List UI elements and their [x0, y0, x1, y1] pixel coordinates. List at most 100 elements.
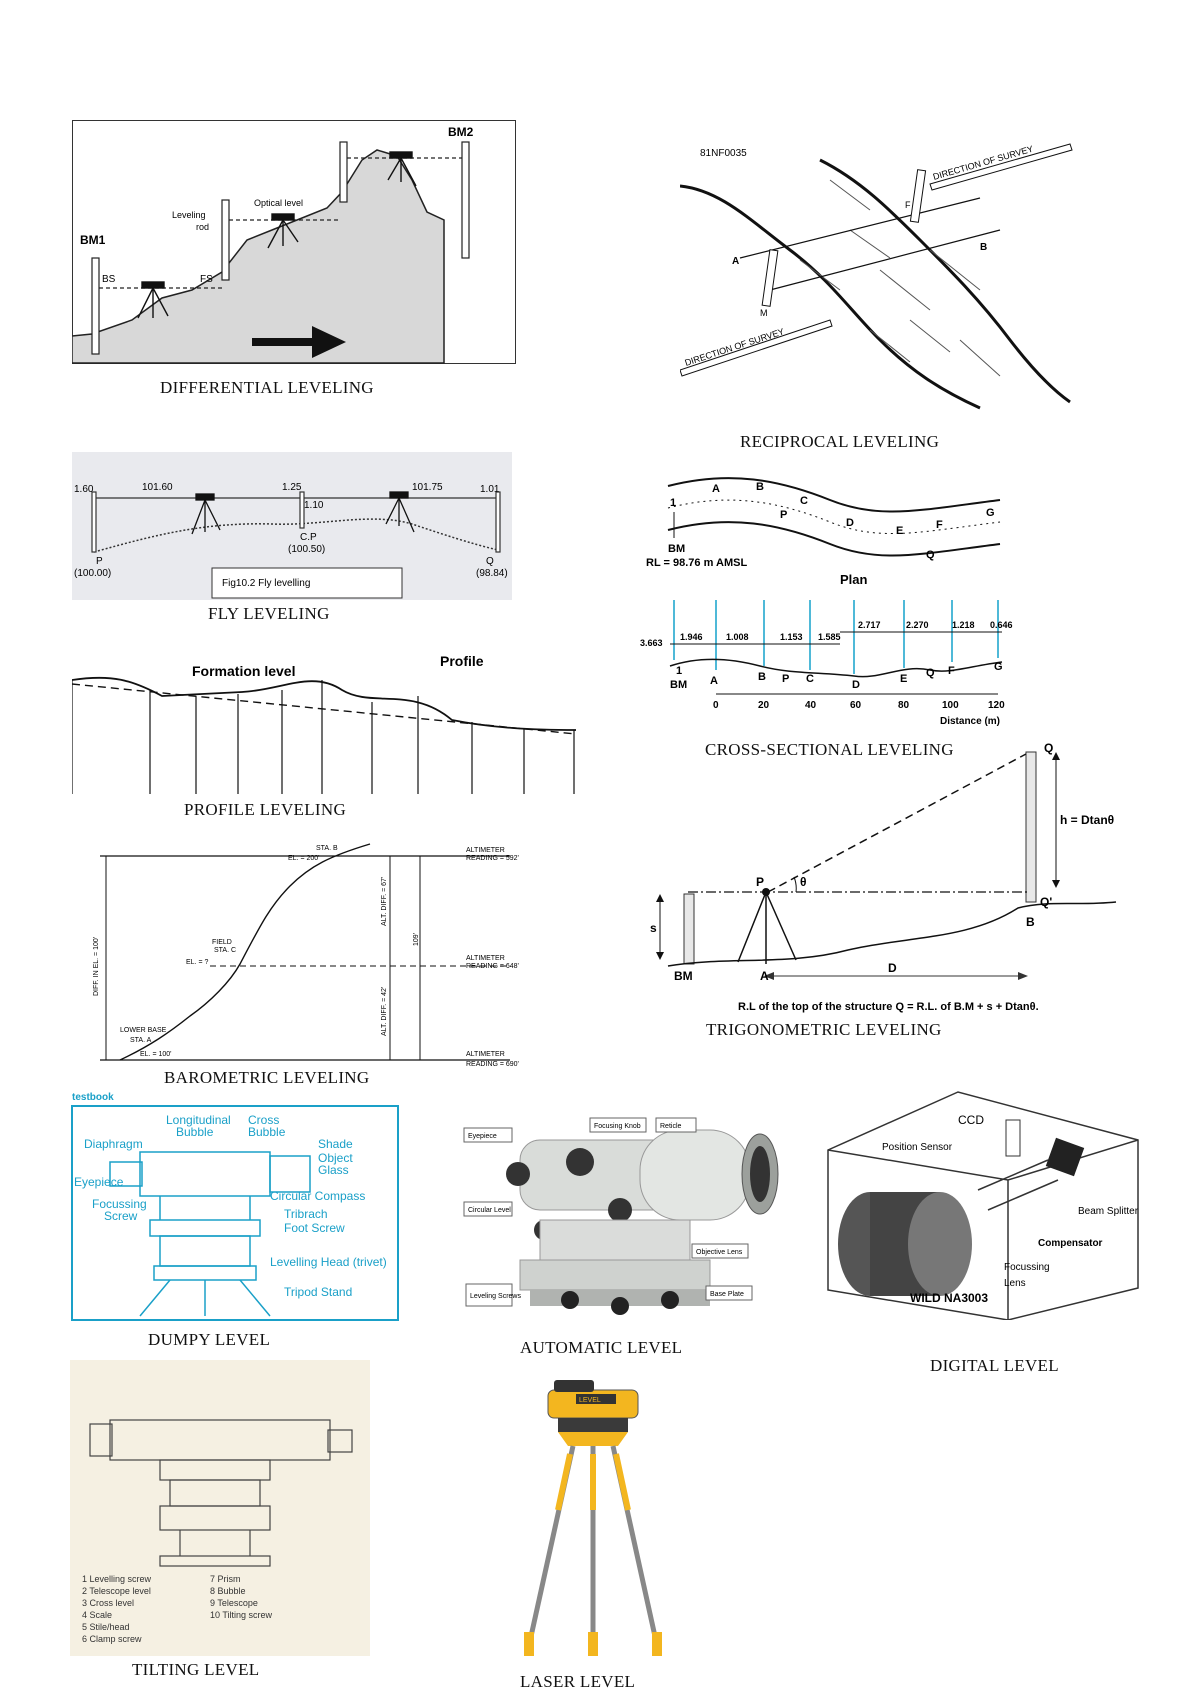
digital-level-figure: CCD Position Sensor Beam Splitter Compen…: [818, 1090, 1158, 1320]
dumpy-label-eyepiece: Eyepiece: [74, 1175, 124, 1189]
auto-label-eyepiece: Eyepiece: [468, 1133, 497, 1140]
dumpy-label-glass: Glass: [318, 1163, 349, 1177]
profile-point-q: Q: [926, 667, 935, 679]
cross-sectional-leveling-figure: 1 A B P C D E F G Q BM RL = 98.76 m AMSL…: [640, 470, 1020, 728]
differential-leveling-figure: BM1 BM2 BS FS Leveling rod Optical level: [72, 120, 516, 364]
reciprocal-leveling-figure: 81NF0035 DIRECTION OF SURVEY DIRECTION O…: [680, 140, 1080, 410]
fly-point-p-value: (100.00): [74, 568, 111, 579]
tilting-legend-5: 5 Stile/head: [82, 1622, 130, 1632]
fs-label: FS: [200, 274, 213, 285]
profile-point-b: B: [758, 671, 766, 683]
digital-label-beam-splitter: Beam Splitter: [1078, 1206, 1139, 1217]
baro-reading-3: READING = 690': [466, 1061, 519, 1068]
baro-sta-b: STA. B: [316, 845, 338, 852]
dumpy-label-bubble-1: Bubble: [176, 1125, 214, 1139]
bm2-label: BM2: [448, 125, 474, 139]
plan-point-1: 1: [670, 497, 676, 509]
trig-h-formula: h = Dtanθ: [1060, 813, 1114, 827]
tilting-legend-3: 3 Cross level: [82, 1598, 134, 1608]
caption-differential: DIFFERENTIAL LEVELING: [160, 378, 374, 397]
dumpy-label-longitudinal: Longitudinal: [166, 1113, 231, 1127]
plan-point-f: F: [936, 519, 943, 531]
tilting-legend-7: 7 Prism: [210, 1574, 241, 1584]
caption-profile: PROFILE LEVELING: [184, 800, 347, 819]
rod-label: Leveling: [172, 210, 206, 220]
dumpy-label-tripod: Tripod Stand: [284, 1285, 352, 1299]
baro-reading-2: READING = 648': [466, 963, 519, 970]
trig-b: B: [1026, 915, 1035, 929]
caption-digital: DIGITAL LEVEL: [930, 1356, 1059, 1375]
bs-label: BS: [102, 274, 116, 285]
fly-point-q-value: (98.84): [476, 568, 508, 579]
baro-altimeter-3: ALTIMETER: [466, 1051, 505, 1058]
baro-sta-c: STA. C: [214, 947, 236, 954]
dumpy-label-diaphragm: Diaphragm: [84, 1137, 143, 1151]
caption-cross: CROSS-SECTIONAL LEVELING: [705, 740, 954, 759]
trig-s: s: [650, 921, 657, 935]
trig-d: D: [888, 961, 897, 975]
profile-point-c: C: [806, 673, 814, 685]
axis-tick-120: 120: [988, 700, 1005, 711]
plan-point-q: Q: [926, 549, 935, 561]
caption-trig: TRIGONOMETRIC LEVELING: [706, 1020, 942, 1039]
profile-point-g: G: [994, 661, 1003, 673]
baro-altimeter-2: ALTIMETER: [466, 955, 505, 962]
fly-leveling-figure: 1.60 101.60 1.25 1.10 101.75 1.01 P (100…: [72, 452, 512, 600]
digital-label-ccd: CCD: [958, 1113, 984, 1127]
trig-p: P: [756, 875, 764, 889]
fly-point-q: Q: [486, 556, 494, 567]
auto-label-objective: Objective Lens: [696, 1249, 743, 1256]
tilting-legend-10: 10 Tilting screw: [210, 1610, 273, 1620]
automatic-level-figure: Eyepiece Focusing Knob Reticle Circular …: [460, 1110, 800, 1340]
trigonometric-leveling-figure: Q Q' h = Dtanθ P θ s BM A B D R.L of the…: [648, 740, 1118, 1016]
laser-level-figure: LEVEL: [518, 1370, 668, 1670]
axis-tick-60: 60: [850, 700, 862, 711]
laser-brand: LEVEL: [579, 1397, 601, 1404]
caption-automatic: AUTOMATIC LEVEL: [520, 1338, 683, 1357]
baro-el-b: EL. = 200': [288, 855, 320, 862]
bm1-label: BM1: [80, 233, 106, 247]
auto-label-leveling-screws: Leveling Screws: [470, 1293, 521, 1300]
dumpy-label-focussing: Focussing: [92, 1197, 147, 1211]
reciprocal-code: 81NF0035: [700, 148, 747, 159]
tilting-legend-1: 1 Levelling screw: [82, 1574, 152, 1584]
tilting-legend-9: 9 Telescope: [210, 1598, 258, 1608]
axis-tick-100: 100: [942, 700, 959, 711]
trig-theta: θ: [800, 875, 807, 889]
fly-reading-4: 1.10: [304, 500, 324, 511]
auto-label-base-plate: Base Plate: [710, 1291, 744, 1298]
baro-field: FIELD: [212, 939, 232, 946]
baro-total: 109': [413, 933, 420, 946]
plan-point-c: C: [800, 495, 808, 507]
digital-label-focussing: Focussing: [1004, 1262, 1050, 1273]
tilting-legend-6: 6 Clamp screw: [82, 1634, 142, 1644]
barometric-leveling-figure: STA. B EL. = 200' ALTIMETER READING = 59…: [90, 836, 520, 1068]
reading-7: 2.270: [906, 620, 929, 630]
fly-reading-3: 1.25: [282, 482, 302, 493]
baro-altimeter-1: ALTIMETER: [466, 847, 505, 854]
baro-el-a: EL. = 100': [140, 1051, 172, 1058]
dumpy-label-levelling-head: Levelling Head (trivet): [270, 1255, 387, 1269]
fly-point-cp-value: (100.50): [288, 544, 325, 555]
caption-laser: LASER LEVEL: [520, 1672, 636, 1691]
trig-bm: BM: [674, 969, 693, 983]
dumpy-label-compass: Circular Compass: [270, 1189, 365, 1203]
baro-alt-diff-1: ALT. DIFF. = 67': [381, 877, 388, 926]
digital-label-model: WILD NA3003: [910, 1291, 988, 1305]
reading-2: 1.946: [680, 632, 703, 642]
baro-el-c: EL. = ?: [186, 959, 208, 966]
baro-reading-1: READING = 592': [466, 855, 519, 862]
trig-formula: R.L of the top of the structure Q = R.L.…: [738, 1001, 1039, 1013]
optical-level-label: Optical level: [254, 198, 303, 208]
plan-point-p: P: [780, 509, 787, 521]
plan-bm: BM: [668, 543, 685, 555]
fly-reading-2: 101.60: [142, 482, 173, 493]
trig-a: A: [760, 969, 769, 983]
dumpy-label-tribrach: Tribrach: [284, 1207, 328, 1221]
point-b: B: [980, 242, 987, 253]
fly-figure-caption: Fig10.2 Fly levelling: [222, 578, 310, 589]
fly-reading-6: 1.01: [480, 484, 500, 495]
plan-point-b: B: [756, 481, 764, 493]
fly-point-p: P: [96, 556, 103, 567]
axis-tick-0: 0: [713, 700, 719, 711]
